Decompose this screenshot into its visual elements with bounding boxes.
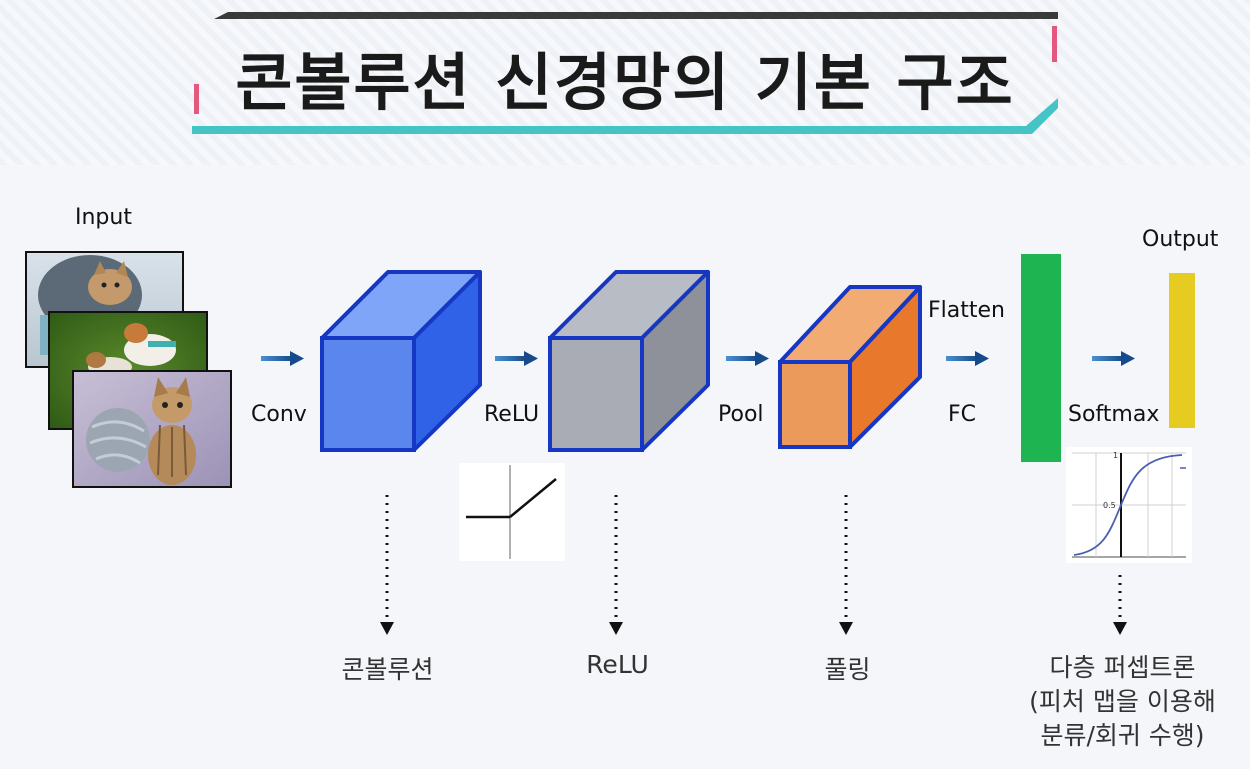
- bottom-label-mlp-line1: 다층 퍼셉트론: [1010, 648, 1235, 684]
- pool-cube: [780, 287, 920, 447]
- sigmoid-tick-half: 0.5: [1103, 501, 1116, 510]
- sigmoid-tick-one: 1: [1113, 451, 1118, 460]
- bottom-label-pool: 풀링: [760, 650, 935, 686]
- fc-layer-bar: [1021, 254, 1061, 462]
- output-layer-bar: [1169, 273, 1195, 428]
- label-softmax: Softmax: [1068, 402, 1159, 427]
- label-conv: Conv: [251, 402, 307, 427]
- dotted-arrow-pool: [839, 495, 853, 635]
- page-title: 콘볼루션 신경망의 기본 구조: [195, 32, 1055, 122]
- label-pool: Pool: [718, 402, 764, 427]
- label-input: Input: [75, 205, 132, 230]
- bottom-label-mlp-line3: 분류/회귀 수행): [1010, 716, 1235, 752]
- arrow-input-conv: [261, 351, 304, 366]
- dotted-arrow-mlp: [1113, 575, 1127, 635]
- relu-cube: [550, 272, 708, 450]
- arrow-fc-output: [1092, 351, 1135, 366]
- title-top-bar: [214, 12, 1058, 19]
- relu-graph: [459, 463, 565, 561]
- sigmoid-graph: 1 0.5: [1066, 447, 1192, 563]
- conv-cube: [322, 272, 480, 450]
- bottom-label-conv: 콘볼루션: [300, 650, 475, 686]
- label-flatten: Flatten: [928, 298, 1005, 323]
- arrow-conv-relu: [495, 351, 538, 366]
- label-relu: ReLU: [484, 402, 539, 427]
- bottom-label-mlp-line2: (피처 맵을 이용해: [1010, 682, 1235, 718]
- label-output: Output: [1142, 227, 1218, 252]
- arrow-relu-pool: [726, 351, 769, 366]
- arrow-pool-fc: [946, 351, 989, 366]
- input-photo-3: [73, 371, 231, 487]
- label-fc: FC: [948, 402, 976, 427]
- dotted-arrow-relu: [609, 495, 623, 635]
- dotted-arrow-conv: [380, 495, 394, 635]
- bottom-label-relu: ReLU: [530, 650, 705, 679]
